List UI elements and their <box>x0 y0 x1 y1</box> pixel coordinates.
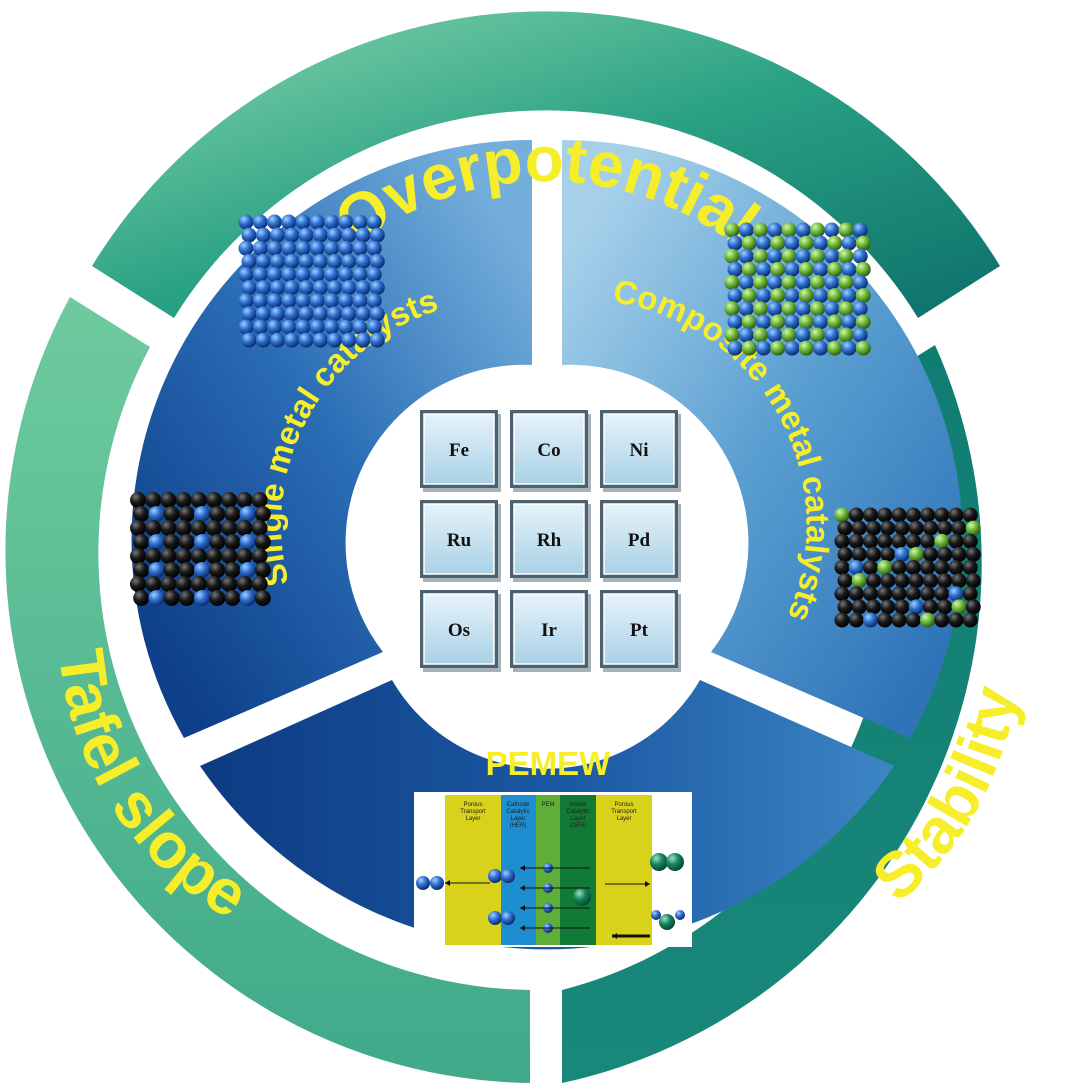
ring-segment-left <box>5 297 530 1083</box>
atom-lattice-green-blue <box>724 222 871 356</box>
element-symbol: Co <box>537 440 560 461</box>
element-symbol: Ni <box>630 440 649 461</box>
element-tile-co: Co <box>510 410 591 492</box>
h2-molecule <box>501 911 515 925</box>
element-tile-pt: Pt <box>600 590 681 672</box>
element-tile-ru: Ru <box>420 500 501 582</box>
h2-molecule <box>430 876 444 890</box>
h2-molecule <box>488 869 502 883</box>
pem-layer-ptl-anode <box>596 795 652 945</box>
element-symbol: Fe <box>449 440 469 461</box>
h2-molecule <box>488 911 502 925</box>
element-symbol: Ir <box>541 620 557 641</box>
h2o-molecule <box>675 910 685 920</box>
element-symbol: Rh <box>537 530 562 551</box>
oxygen-atom <box>573 888 591 906</box>
element-tile-os: Os <box>420 590 501 672</box>
o2-molecule <box>666 853 684 871</box>
element-symbol: Pt <box>630 620 649 641</box>
element-symbol: Ru <box>447 530 472 551</box>
element-tile-rh: Rh <box>510 500 591 582</box>
element-tile-fe: Fe <box>420 410 501 492</box>
atom-lattices <box>130 214 981 628</box>
atom-lattice-black-green-blue <box>834 507 981 628</box>
element-tile-ir: Ir <box>510 590 591 672</box>
pem-molecules <box>416 853 685 939</box>
pem-layer-acl <box>560 795 596 945</box>
h2-molecule <box>501 869 515 883</box>
h2o-molecule <box>651 910 661 920</box>
ring-label-overpotential: Overpotential <box>322 123 772 258</box>
element-tile-pd: Pd <box>600 500 681 582</box>
pem-layer-label: PEM <box>541 802 554 808</box>
element-tile-ni: Ni <box>600 410 681 492</box>
atom-lattice-blue-cube <box>238 214 385 348</box>
sector-label-pemew: PEMEW <box>486 745 612 782</box>
element-symbol: Pd <box>628 530 651 551</box>
element-symbol: Os <box>448 620 470 641</box>
h2-molecule <box>416 876 430 890</box>
atom-lattice-black-blue <box>130 492 271 606</box>
o2-molecule <box>650 853 668 871</box>
h2o-molecule <box>659 914 675 930</box>
ring-segment-top <box>92 11 1000 319</box>
